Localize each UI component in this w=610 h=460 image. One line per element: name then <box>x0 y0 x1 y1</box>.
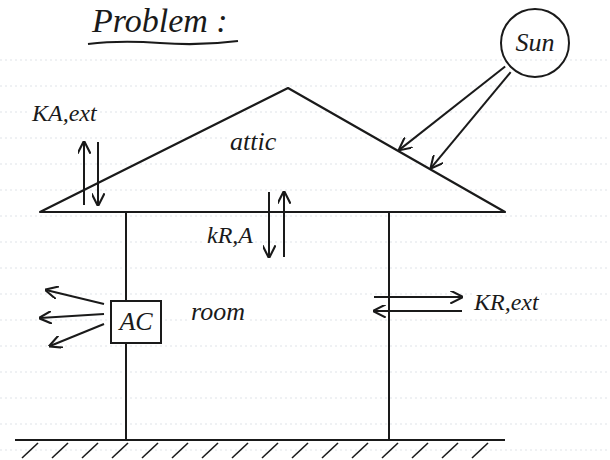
ruled-line <box>0 320 610 321</box>
ground-line <box>15 439 505 441</box>
node-label: Sun <box>514 29 557 58</box>
ruled-line <box>0 372 610 373</box>
hatch-stroke <box>172 443 188 458</box>
heat-flow-arrow <box>283 192 285 257</box>
edge-label: kR,A <box>205 222 255 248</box>
hatch-stroke <box>112 443 128 458</box>
hatch-stroke <box>382 443 398 458</box>
room-walls: roomAC <box>125 212 390 440</box>
ac-box: AC <box>110 300 162 344</box>
ruled-line <box>0 242 610 243</box>
sun-circle: Sun <box>500 8 570 78</box>
exhaust-arrow <box>50 324 104 346</box>
hatch-stroke <box>472 443 488 458</box>
hatch-stroke <box>52 443 68 458</box>
hatch-stroke <box>22 443 38 458</box>
ruled-line <box>0 216 610 217</box>
heat-arrow <box>374 296 462 298</box>
ruled-line <box>0 346 610 347</box>
hatch-stroke <box>292 443 308 458</box>
hatch-stroke <box>322 443 338 458</box>
sun-ray-arrow <box>431 72 510 167</box>
ruled-line <box>0 268 610 269</box>
hatch-stroke <box>202 443 218 458</box>
ruled-line <box>0 398 610 399</box>
ruled-line <box>0 86 610 87</box>
heat-arrow <box>374 310 462 312</box>
ground-hatching <box>22 443 488 458</box>
heat-flow-arrow <box>268 192 270 257</box>
ruled-line <box>0 138 610 139</box>
node-label: attic <box>228 128 278 157</box>
hatch-stroke <box>232 443 248 458</box>
exhaust-arrow <box>40 314 104 318</box>
attic-exchange-arrows <box>84 142 98 205</box>
room-exchange-arrows <box>374 297 462 311</box>
title-underline <box>88 41 238 44</box>
hatch-stroke <box>142 443 158 458</box>
ruled-line <box>0 424 610 425</box>
node-label: AC <box>117 308 154 337</box>
ac-exhaust-arrows <box>40 290 104 346</box>
ruled-line <box>0 164 610 165</box>
node-label: room <box>189 298 247 327</box>
ruled-line <box>0 190 610 191</box>
title: Problem : <box>90 2 230 39</box>
heat-arrow <box>97 142 99 205</box>
sun-ray-arrow <box>400 67 506 150</box>
ruled-line <box>0 60 610 61</box>
exhaust-arrow <box>46 290 104 304</box>
hatch-stroke <box>412 443 428 458</box>
heat-arrow <box>83 142 85 205</box>
hatch-stroke <box>442 443 458 458</box>
attic-roof: attic <box>40 88 505 212</box>
hatch-stroke <box>352 443 368 458</box>
ruled-lines <box>0 60 610 450</box>
coefficient-label: KR,ext <box>472 289 541 315</box>
coefficient-label: KA,ext <box>30 100 99 126</box>
hatch-stroke <box>262 443 278 458</box>
roof-outline <box>40 88 505 212</box>
hatch-stroke <box>82 443 98 458</box>
